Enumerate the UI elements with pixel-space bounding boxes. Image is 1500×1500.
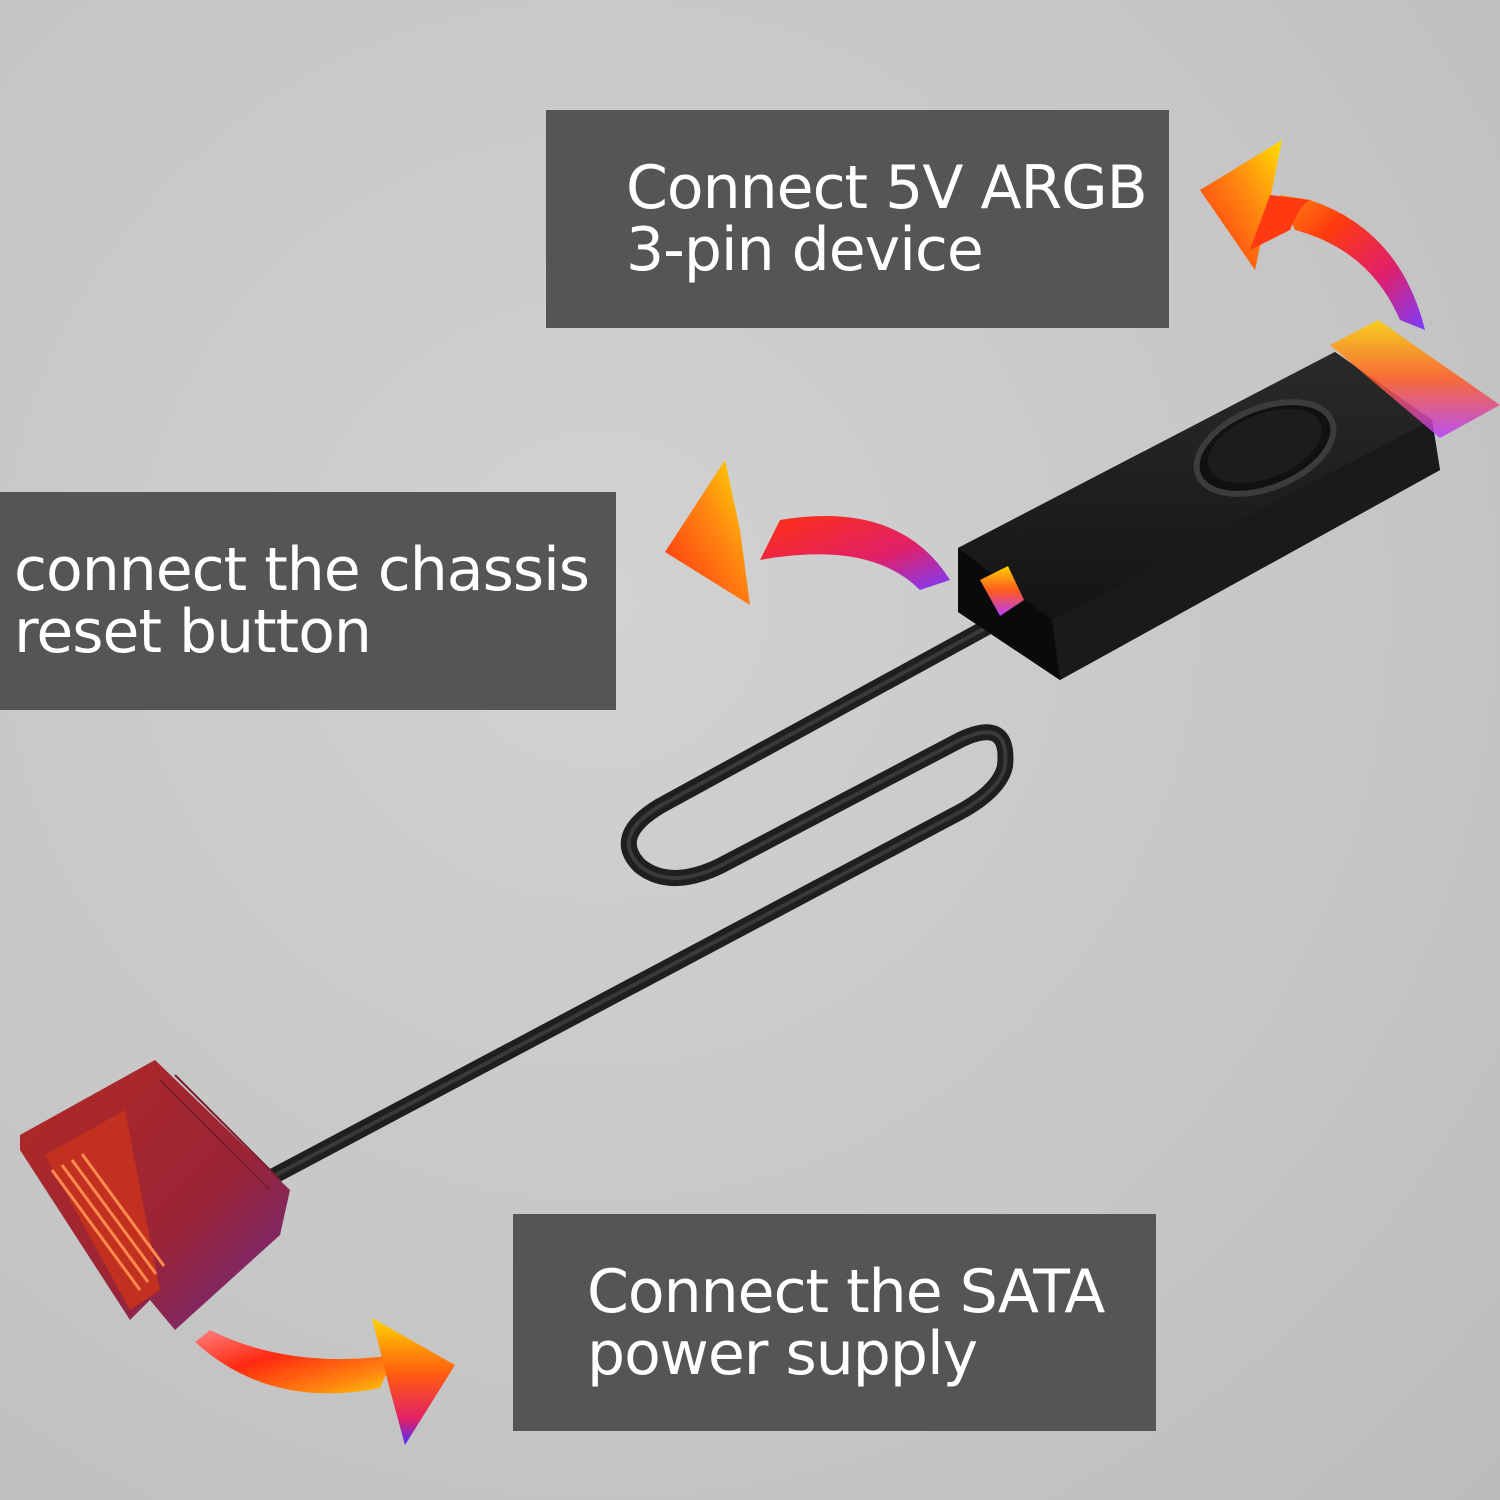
curved-arrow-icon <box>1200 140 1425 330</box>
label-argb-line1: Connect 5V ARGB <box>626 153 1148 223</box>
cable <box>262 612 1014 1186</box>
curved-arrow-icon <box>665 460 950 605</box>
label-reset-line1: connect the chassis <box>14 535 590 605</box>
label-connect-reset: connect the chassis reset button <box>0 492 616 710</box>
label-sata-line1: Connect the SATA <box>587 1256 1105 1327</box>
label-sata-line2: power supply <box>587 1318 978 1389</box>
label-connect-sata: Connect the SATA power supply <box>513 1214 1156 1431</box>
label-reset-line2: reset button <box>14 597 372 667</box>
sata-connector-icon <box>20 1060 290 1330</box>
label-connect-argb: Connect 5V ARGB 3-pin device <box>546 110 1169 328</box>
argb-controller-icon <box>958 320 1500 680</box>
label-argb-line2: 3-pin device <box>626 215 984 285</box>
curved-arrow-icon <box>195 1318 455 1445</box>
